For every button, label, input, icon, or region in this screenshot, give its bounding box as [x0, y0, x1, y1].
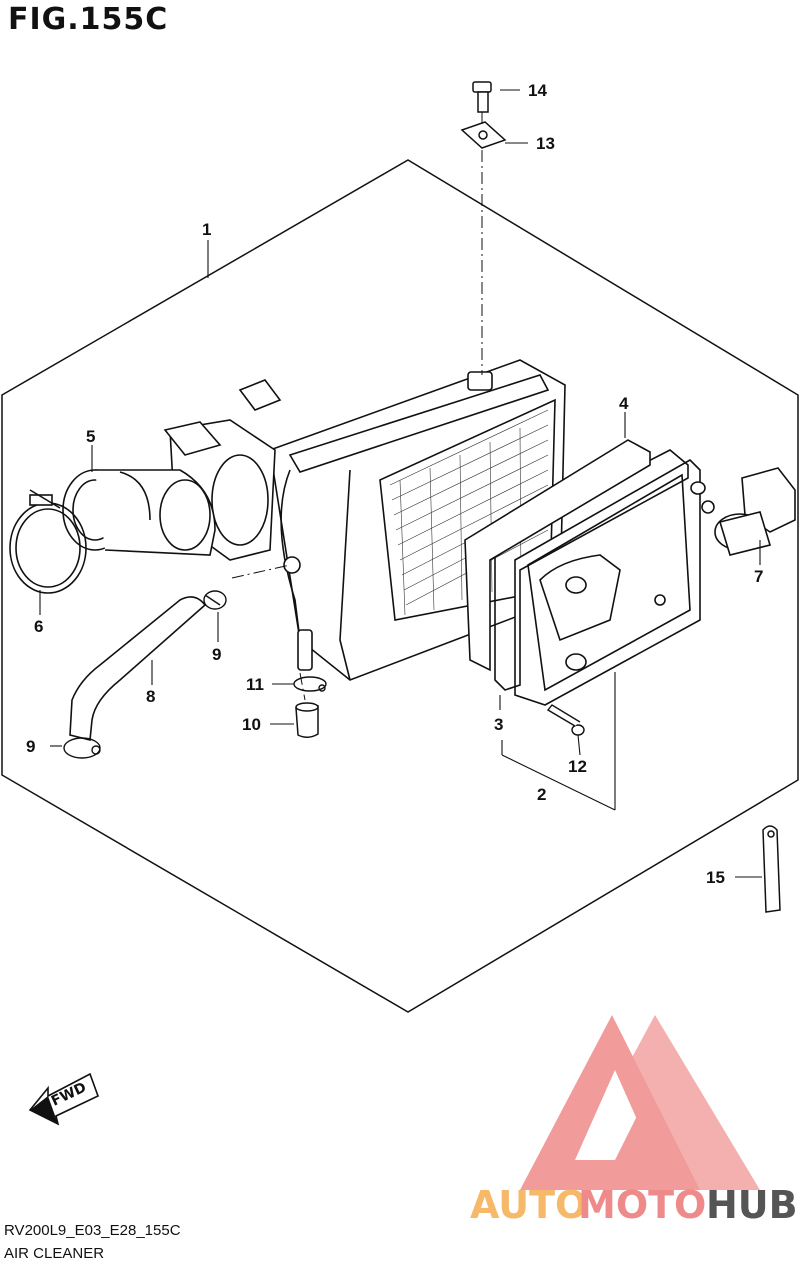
callout-11: 11: [246, 675, 264, 694]
callout-14: 14: [528, 81, 547, 100]
callout-10: 10: [242, 715, 261, 734]
assembly-boundary: [1, 159, 799, 1013]
clip-nut: [460, 121, 507, 149]
intake-elbow: [714, 467, 796, 556]
figure-code: RV200L9_E03_E28_155C: [4, 1222, 181, 1239]
tube-clamp: [9, 489, 87, 594]
mounting-bolt: [472, 81, 492, 113]
cover-screw: [546, 704, 585, 736]
callouts: 1 2 3 4 5 6 7 8 9 9 10 11 12 13 14 15: [26, 81, 763, 887]
callout-6: 6: [34, 617, 43, 636]
air-cleaner-cover: [514, 459, 715, 706]
retaining-strap: [762, 825, 781, 913]
callout-5: 5: [86, 427, 95, 446]
callout-1: 1: [202, 220, 211, 239]
outlet-tube: [62, 469, 216, 556]
callout-13: 13: [536, 134, 555, 153]
drain-clip: [293, 676, 327, 692]
watermark-auto: AUTO: [470, 1183, 587, 1227]
callout-9-upper: 9: [212, 645, 221, 664]
callout-15: 15: [706, 868, 725, 887]
callout-12: 12: [568, 757, 587, 776]
callout-9-lower: 9: [26, 737, 35, 756]
callout-2: 2: [537, 785, 546, 804]
callout-3: 3: [494, 715, 503, 734]
hose-clip-lower: [63, 737, 101, 759]
figure-title: FIG.155C: [8, 2, 169, 37]
watermark-moto: MOTO: [578, 1183, 706, 1227]
callout-8: 8: [146, 687, 155, 706]
filter-element: [464, 439, 651, 672]
callout-7: 7: [754, 567, 763, 586]
callout-4: 4: [619, 394, 629, 413]
logo-inner-mark: [615, 1110, 670, 1160]
cover-gasket: [494, 449, 689, 691]
watermark-hub: HUB: [706, 1183, 798, 1227]
watermark-logo: [520, 1015, 760, 1190]
watermark-brand: AUTO MOTO HUB: [470, 1183, 798, 1227]
figure-name: AIR CLEANER: [4, 1245, 105, 1262]
drain-plug: [295, 702, 319, 738]
hose-clip-upper: [203, 590, 227, 610]
forward-direction-arrow: FWD: [28, 1072, 100, 1126]
drain-hose: [69, 596, 207, 742]
air-cleaner-case: [163, 359, 566, 681]
guide-lines: [231, 112, 483, 701]
leader-lines: [39, 89, 762, 878]
